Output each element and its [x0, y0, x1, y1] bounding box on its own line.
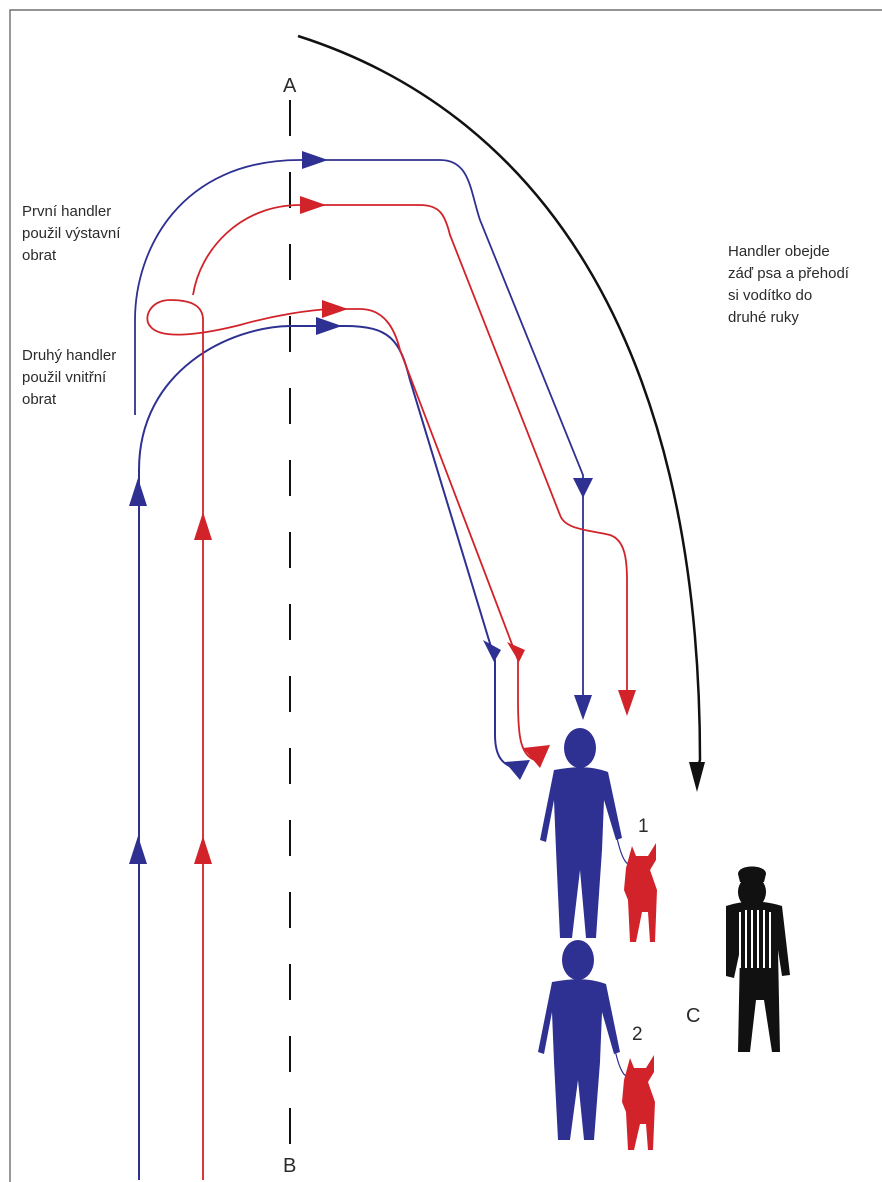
first-handler-note-line-3: obrat — [22, 247, 57, 264]
judge-path-note-line-3: si vodítko do — [728, 287, 812, 304]
red-arrow-up-bottom — [194, 836, 212, 864]
blue-arrow-up-bottom — [129, 836, 147, 864]
blue-path-inner-turn — [139, 326, 520, 1180]
blue-arrow-up-top — [129, 478, 147, 506]
point-c-label: C — [686, 1005, 700, 1027]
blue-arrow-down-handler1 — [574, 695, 592, 720]
first-handler-note-line-1: První handler — [22, 203, 111, 220]
blue-arrow-right-top — [302, 151, 328, 169]
handler-1-number: 1 — [638, 816, 649, 837]
blue-arrow-handler2 — [505, 760, 530, 780]
blue-arrow-down-diag-1 — [573, 478, 593, 498]
handler-2-number: 2 — [632, 1024, 643, 1045]
red-arrow-up-top — [194, 512, 212, 540]
dog-1-figure — [624, 843, 657, 942]
handler-2-figure — [538, 940, 620, 1140]
judge-path-note-line-2: záď psa a přehodí — [728, 265, 850, 282]
second-handler-note-line-2: použil vnitřní — [22, 369, 107, 386]
blue-arrow-down-diag-2 — [483, 640, 501, 662]
red-arrow-down-diag — [507, 642, 525, 662]
first-handler-note-line-2: použil výstavní — [22, 225, 121, 242]
second-handler-note-line-1: Druhý handler — [22, 347, 116, 364]
red-arrow-right-top — [300, 196, 326, 214]
judge-path-note-line-4: druhé ruky — [728, 309, 799, 326]
red-arrow-down-handler1 — [618, 690, 636, 716]
second-handler-note-line-3: obrat — [22, 391, 57, 408]
red-path-show-turn — [193, 205, 627, 690]
red-arrow-right-inner — [322, 300, 348, 318]
judge-path-arrow — [689, 762, 705, 792]
point-a-label: A — [283, 75, 297, 97]
handler-1-figure — [540, 728, 622, 938]
dog-2-figure — [622, 1055, 655, 1150]
point-b-label: B — [283, 1155, 296, 1177]
judge-path-note-line-1: Handler obejde — [728, 243, 830, 260]
judge-figure — [726, 867, 790, 1053]
judge-path — [298, 36, 700, 770]
blue-arrow-right-inner — [316, 317, 342, 335]
red-path-inner-turn — [147, 300, 535, 1180]
